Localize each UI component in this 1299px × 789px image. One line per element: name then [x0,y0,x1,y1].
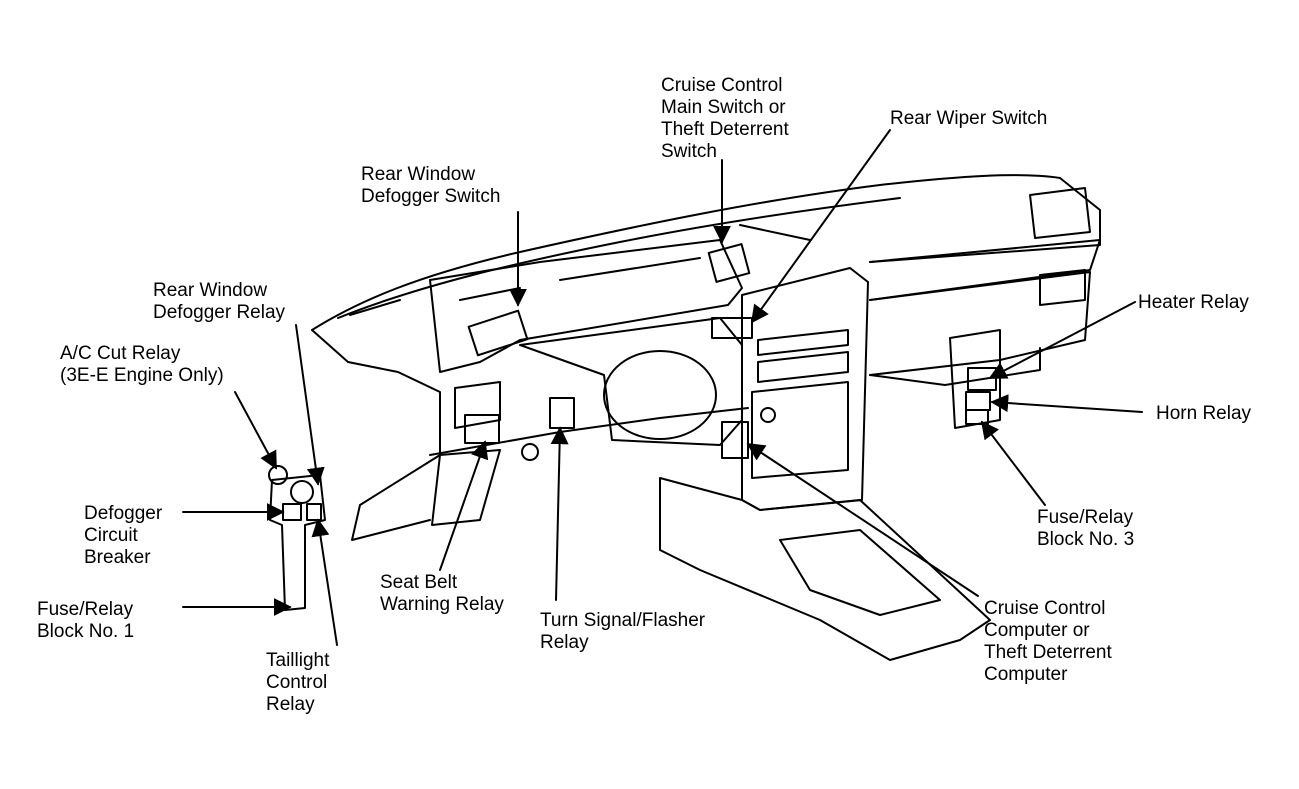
radio-slot-1 [757,329,849,356]
label-cruise-main-switch: Cruise Control Main Switch or Theft Dete… [661,75,789,162]
console-armrest [779,529,941,616]
dash-knob [521,443,539,461]
glovebox [1039,269,1086,306]
arrow-fuse-block-3 [980,420,1046,506]
climate-panel [751,381,849,479]
arrow-cruise-computer [746,443,979,597]
gauge [603,350,717,440]
left-vent [454,381,501,429]
label-heater-relay: Heater Relay [1138,292,1249,313]
fuse-block-3 [949,329,1001,429]
dash-top-inner-edge [337,197,901,319]
block-3-fuses [965,409,989,425]
cruise-computer-body [721,421,749,459]
dash-front-edge [311,329,441,541]
windshield-ledge [349,224,811,316]
seat-belt-relay-body [464,414,500,444]
ac-cut-relay-body [268,465,288,485]
heater-relay-body [967,367,997,391]
label-taillight-control-relay: Taillight Control Relay [266,650,330,715]
console-knob [760,407,776,423]
defogger-switch-body [467,309,529,357]
arrow-taillight [311,518,338,646]
dash-top-edge [311,174,1101,331]
label-rear-wiper-switch: Rear Wiper Switch [890,108,1048,129]
instrument-hood [429,239,743,373]
radio-slot-2 [757,351,849,383]
defogger-relay-body [290,480,314,504]
taillight-relay-body [306,503,322,521]
label-rear-window-defogger-switch: Rear Window Defogger Switch [361,164,501,207]
horn-relay-body [965,391,991,411]
label-turn-signal-flasher-relay: Turn Signal/Flasher Relay [540,610,706,653]
label-fuse-relay-block-1: Fuse/Relay Block No. 1 [37,599,135,642]
label-fuse-relay-block-3: Fuse/Relay Block No. 3 [1037,507,1135,550]
turn-signal-relay-body [549,397,575,429]
instrument-cluster [519,317,743,446]
console-box [659,477,991,661]
label-rear-window-defogger-relay: Rear Window Defogger Relay [153,280,286,323]
label-horn-relay: Horn Relay [1156,403,1252,424]
arrow-ac-cut [234,391,277,470]
dash-right-lower [869,239,1101,301]
arrow-horn-relay [990,394,1143,413]
cruise-switch-body [707,243,751,283]
arrow-seat-belt [439,440,489,571]
label-ac-cut-relay: A/C Cut Relay (3E-E Engine Only) [60,343,224,386]
label-defogger-circuit-breaker: Defogger Circuit Breaker [84,503,163,568]
circuit-breaker-body [282,503,302,521]
label-seat-belt-warning-relay: Seat Belt Warning Relay [380,572,504,615]
rear-wiper-switch-body [711,317,753,339]
right-vent [1029,187,1091,239]
dash-right-bottom [869,347,1041,386]
label-cruise-control-computer: Cruise Control Computer or Theft Deterre… [984,598,1112,685]
arrow-rear-wiper [750,129,891,324]
arrow-turn-signal [550,426,569,601]
dash-right-face [869,271,1091,376]
arrow-heater-relay [988,301,1136,379]
left-knee-panel [431,449,501,526]
arrow-defogger-relay [295,324,325,486]
fuse-block-1 [269,474,326,611]
